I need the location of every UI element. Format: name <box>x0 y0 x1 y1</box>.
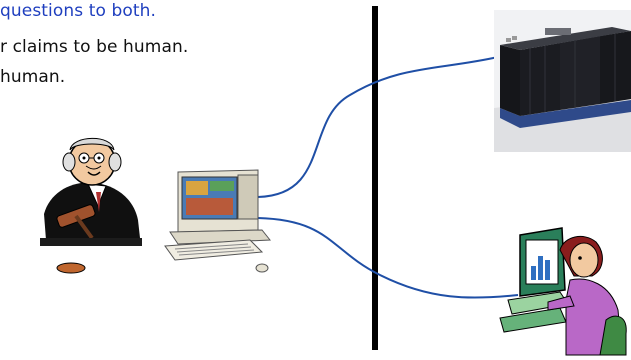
server-racks-image <box>494 10 631 152</box>
judge-clipart <box>40 138 142 273</box>
wire-to-human <box>258 218 518 298</box>
wire-to-machine <box>258 57 498 197</box>
desktop-computer-clipart <box>165 170 270 272</box>
woman-at-computer-clipart <box>500 228 626 355</box>
